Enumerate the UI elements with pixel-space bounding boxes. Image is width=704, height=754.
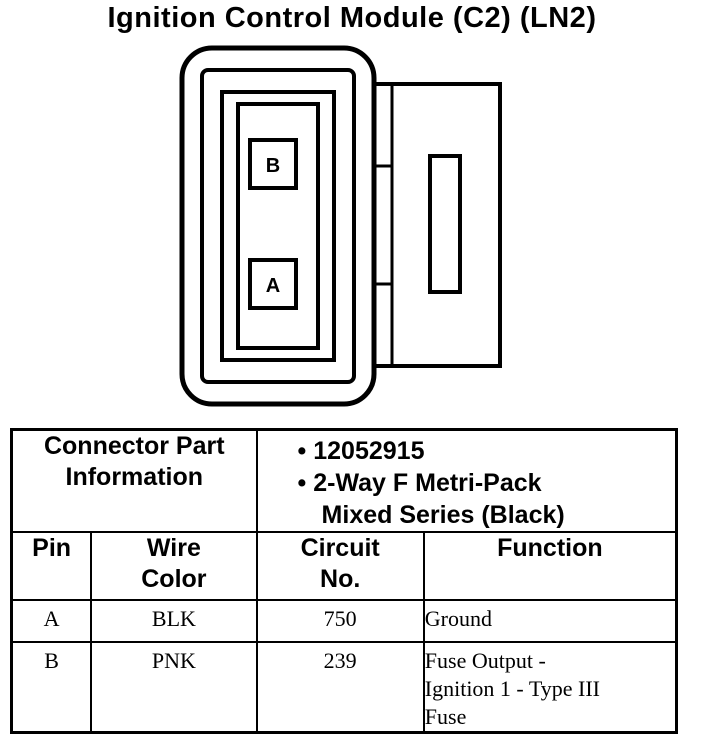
circuit-cell: 750 xyxy=(255,599,425,643)
pin-a-box xyxy=(248,258,298,310)
connector-housing-inner xyxy=(200,68,356,384)
diagram-title: Ignition Control Module (C2) (LN2) xyxy=(107,2,597,34)
function-cell: Fuse Output - Ignition 1 - Type III Fuse xyxy=(422,641,678,734)
column-header-row: Pin Wire Color Circuit No. Function xyxy=(10,531,678,601)
pin-cell: A xyxy=(10,599,93,643)
connector-info-table: Connector Part Information • 12052915 • … xyxy=(10,428,678,734)
function-cell: Ground xyxy=(422,599,678,643)
col-header-wire-color: Wire Color xyxy=(90,531,258,601)
pin-a-label: A xyxy=(266,275,280,297)
part-info-label: Connector Part Information xyxy=(43,432,225,491)
part-description: • 2-Way F Metri-Pack xyxy=(297,469,542,497)
latch-slot xyxy=(428,154,462,294)
pin-b-box xyxy=(248,138,298,190)
pin-b-label: B xyxy=(266,155,280,177)
part-number: • 12052915 xyxy=(297,437,425,465)
col-header-pin: Pin xyxy=(10,531,93,601)
part-info-label-cell: Connector Part Information xyxy=(10,428,258,533)
connector-cavity-frame xyxy=(220,90,336,362)
table-row: B PNK 239 Fuse Output - Ignition 1 - Typ… xyxy=(10,641,678,734)
latch-tab-upper xyxy=(372,164,394,286)
wire-color-cell: PNK xyxy=(90,641,258,734)
col-header-circuit-no: Circuit No. xyxy=(255,531,425,601)
part-info-row: Connector Part Information • 12052915 • … xyxy=(10,428,678,533)
part-numbers-cell: • 12052915 • 2-Way F Metri-Pack Mixed Se… xyxy=(255,428,678,533)
table-row: A BLK 750 Ground xyxy=(10,599,678,643)
connector-housing-outer xyxy=(179,45,377,407)
wire-color-cell: BLK xyxy=(90,599,258,643)
col-header-function: Function xyxy=(422,531,678,601)
connector-diagram: B A xyxy=(179,45,502,407)
part-series: Mixed Series (Black) xyxy=(321,501,565,529)
connector-cavity-inner xyxy=(236,102,320,350)
circuit-cell: 239 xyxy=(255,641,425,734)
pin-cell: B xyxy=(10,641,93,734)
